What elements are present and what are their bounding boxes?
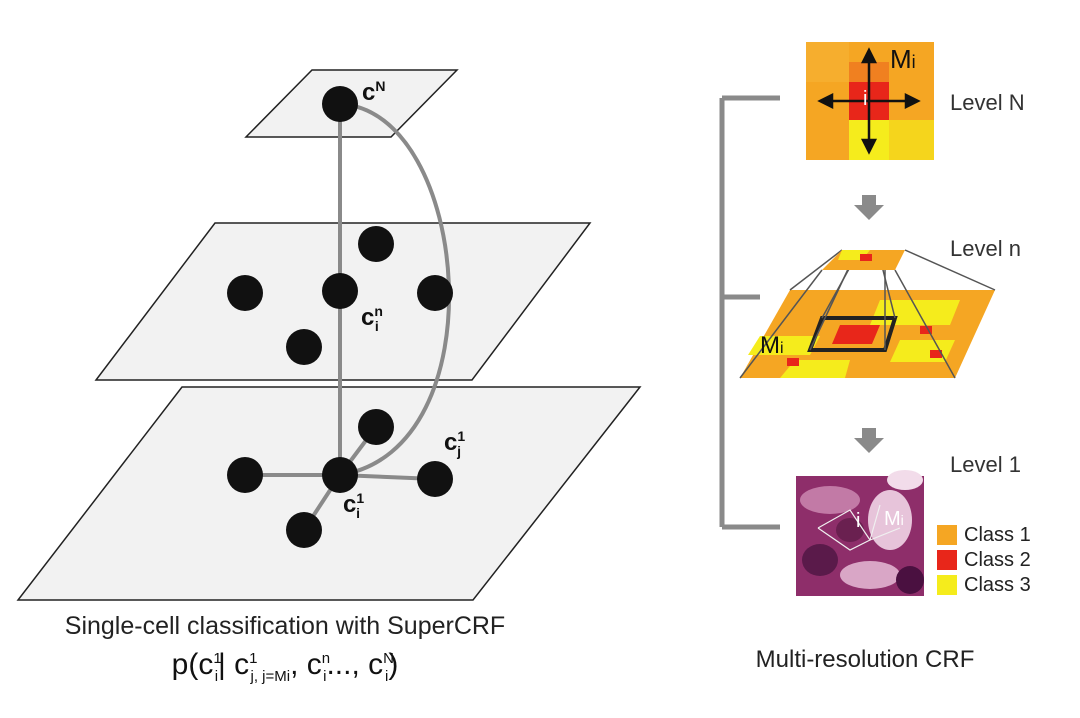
down-arrows [854,195,884,453]
level-bracket [719,95,780,530]
histology-image [796,470,924,596]
node-mid-up [358,226,394,262]
level-label-N: Level N [950,90,1025,115]
legend-swatch-class-3 [937,575,957,595]
grid-label-mi-bottom: Mi [884,508,904,530]
node-label-bottom-j: c1j [444,428,466,459]
node-mid-left [227,275,263,311]
node-bot-left [227,457,263,493]
level-label-1: Level 1 [950,452,1021,477]
node-bot-up [358,409,394,445]
node-bot-center [322,457,358,493]
pyramid-level-n [739,249,996,379]
legend-swatch-class-2 [937,550,957,570]
legend-label-class-2: Class 2 [964,549,1031,571]
nodes [227,86,453,548]
node-bot-down [286,512,322,548]
grid-label-mi-top: Mi [890,44,916,74]
left-caption: Single-cell classification with SuperCRF [64,612,506,640]
node-mid-center [322,273,358,309]
node-top [322,86,358,122]
node-bot-right [417,461,453,497]
formula: p(c1i| c1j, j=Mi, cni..., cNi) [171,648,399,685]
node-mid-down [286,329,322,365]
node-label-top: cN [362,78,386,106]
level-label-n: Level n [950,236,1021,261]
legend-label-class-1: Class 1 [964,524,1031,546]
grid-label-mi-mid: Mi [760,332,784,359]
right-caption: Multi-resolution CRF [755,646,975,673]
legend-swatch-class-1 [937,525,957,545]
grid-arrows [817,47,921,155]
legend-label-class-3: Class 3 [964,574,1031,596]
grid-label-i-bottom: i [856,510,861,532]
node-label-middle: cni [361,303,383,334]
grid-label-center-i: i [863,88,868,110]
node-label-bottom-i: c1i [343,490,365,521]
node-mid-right [417,275,453,311]
